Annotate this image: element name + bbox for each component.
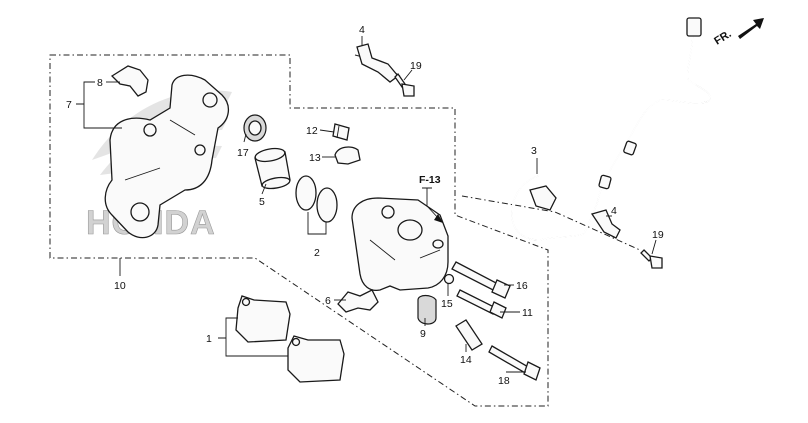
mounting-bolt [488,345,541,381]
pin-boot [243,114,267,142]
callout-15: 15 [441,298,453,310]
callout-9: 9 [420,328,426,340]
callout-2: 2 [314,247,320,259]
callout-12: 12 [306,125,318,137]
callout-4-lower: 4 [611,205,617,217]
caliper-pin [456,289,507,319]
callout-17: 17 [237,147,249,159]
callout-14: 14 [460,354,472,366]
pin-sleeve [455,319,483,351]
clamp-bolt-lower [640,249,663,269]
bleed-cap [334,146,361,165]
callout-18: 18 [498,375,510,387]
callout-16: 16 [516,280,528,292]
slide-pin-upper [451,261,511,299]
pad-retainer-spring [110,65,149,97]
callout-1: 1 [206,333,212,345]
clamp-bolt-upper [394,72,415,97]
callout-3: 3 [531,145,537,157]
caliper-bracket [104,74,229,239]
sleeve-boot [417,294,437,325]
forward-direction-indicator: FR. [712,18,764,48]
callout-11: 11 [522,307,533,319]
callout-13: 13 [309,152,321,164]
bleed-valve [332,123,350,141]
callout-4-upper: 4 [359,24,365,36]
reference-label: F-13 [419,174,441,186]
sensor-clamp-lower [590,209,621,239]
speed-sensor [511,17,711,241]
brake-pad-set [235,295,345,383]
callout-8: 8 [97,77,103,89]
callout-19-upper: 19 [410,60,422,72]
callout-19-lower: 19 [652,229,664,241]
leader-lines [76,36,657,373]
callout-6: 6 [325,295,331,307]
direction-label: FR. [712,28,733,48]
sensor-boundary [461,195,641,251]
forward-arrow-icon [738,18,764,39]
caliper-bracket-boundary [49,54,549,407]
caliper-piston [254,147,291,190]
reference-callout: F-13 [419,174,443,223]
callout-7: 7 [66,99,72,111]
piston-seal-set [295,175,338,223]
callout-5: 5 [259,196,265,208]
pad-spring [337,289,379,313]
sensor-clamp-upper [356,43,399,83]
caliper-body [351,197,449,292]
o-ring [443,273,455,285]
callout-10: 10 [114,280,126,292]
